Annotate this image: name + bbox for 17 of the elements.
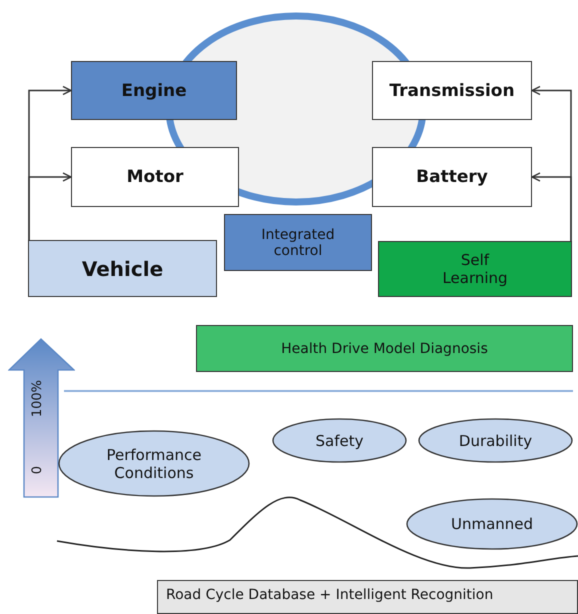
scale-max-label: 100% [30, 380, 46, 418]
integrated-control-box: Integrated control [224, 214, 372, 271]
ellipse-label: Unmanned [450, 515, 534, 533]
self-learning-box: Self Learning [378, 241, 572, 297]
transmission-box: Transmission [372, 61, 532, 120]
scale-min-label: 0 [30, 466, 46, 474]
battery-box: Battery [372, 147, 532, 207]
ellipse-label: Performance Conditions [105, 446, 203, 482]
arrow [531, 172, 572, 241]
ellipse-label: Safety [316, 432, 364, 450]
vehicle-box: Vehicle [28, 240, 217, 297]
database-box: Road Cycle Database + Intelligent Recognition [157, 580, 578, 614]
arrow [28, 172, 72, 240]
diagnosis-box: Health Drive Model Diagnosis [196, 325, 573, 372]
ellipse-label: Durability [458, 432, 532, 450]
engine-box: Engine [71, 61, 237, 120]
motor-box: Motor [71, 147, 239, 207]
